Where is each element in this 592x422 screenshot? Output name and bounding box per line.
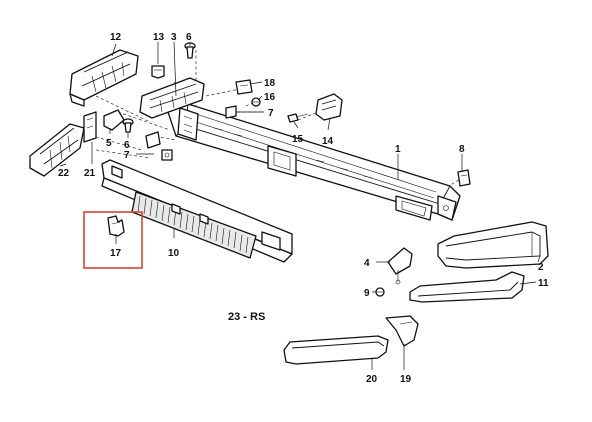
push-rivet-left [122, 118, 134, 133]
callout-labels: 12 13 3 6 18 16 7 15 14 1 8 5 6 7 22 21 … [58, 32, 549, 385]
clip-nut-right [225, 105, 237, 119]
left-upper-end-bracket [69, 49, 139, 107]
grille-panel [101, 159, 293, 263]
callout-22: 22 [58, 168, 70, 179]
callout-17: 17 [110, 248, 122, 259]
diagram-caption: 23 - RS [228, 311, 265, 323]
callout-11: 11 [538, 278, 549, 289]
side-plate [83, 111, 97, 143]
callout-10: 10 [168, 248, 180, 259]
clip [151, 65, 165, 79]
right-bumper-trim-lower [409, 271, 525, 303]
callout-7-right: 7 [268, 108, 274, 119]
retainer [235, 79, 253, 95]
callout-19: 19 [400, 374, 412, 385]
callout-14: 14 [322, 136, 334, 147]
callout-5: 5 [106, 138, 112, 149]
bracket-mount [315, 93, 343, 121]
small-bracket [387, 247, 413, 285]
callout-6-top: 6 [186, 32, 192, 43]
right-bumper-trim-upper [437, 221, 549, 269]
callout-7-left: 7 [124, 150, 130, 161]
callout-21: 21 [84, 168, 96, 179]
callout-8: 8 [459, 144, 465, 155]
corner-mount [385, 315, 419, 347]
leader-lines [59, 41, 541, 370]
lower-trim-strip [283, 335, 389, 365]
screw-9 [375, 287, 385, 297]
bolt-15 [287, 113, 309, 123]
callout-20: 20 [366, 374, 378, 385]
clip-17 [107, 215, 125, 237]
callout-16: 16 [264, 92, 276, 103]
callout-4: 4 [364, 258, 370, 269]
small-cover [103, 109, 125, 131]
callout-3: 3 [171, 32, 177, 43]
callout-18: 18 [264, 78, 276, 89]
clip-8 [457, 169, 471, 187]
highlight-box [83, 211, 143, 269]
bumper-carrier-beam [167, 103, 461, 221]
push-rivet-top [184, 42, 196, 59]
left-lower-end-bracket [29, 123, 85, 177]
clip-nut-left [145, 131, 173, 161]
upper-bracket-assembly [139, 77, 205, 119]
callout-9: 9 [364, 288, 370, 299]
callout-12: 12 [110, 32, 122, 43]
callout-1: 1 [395, 144, 401, 155]
callout-6-left: 6 [124, 140, 130, 151]
callout-2: 2 [538, 262, 544, 273]
callout-15: 15 [292, 134, 304, 145]
callout-13: 13 [153, 32, 165, 43]
